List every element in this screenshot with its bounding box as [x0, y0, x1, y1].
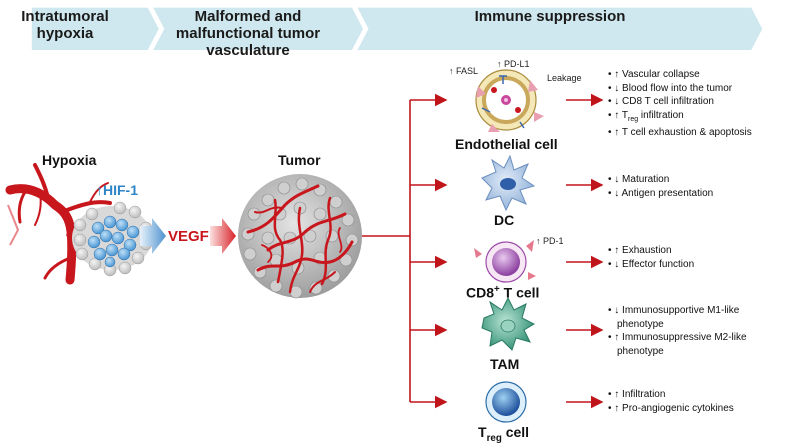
leakage-label: Leakage — [547, 73, 582, 83]
effect-item: • ↑ Infiltration — [608, 389, 666, 400]
effect-arrows — [566, 93, 604, 409]
effect-item-continuation: phenotype — [617, 345, 664, 357]
effect-item: • ↑ Pro-angiogenic cytokines — [608, 402, 734, 414]
cd8-effects-list: • ↑ Exhaustion • ↓ Effector function — [608, 244, 694, 271]
branch-connector — [362, 93, 448, 409]
cd8-t-cell-title: CD8+ T cell — [466, 284, 540, 301]
hypoxia-to-vegf-arrow — [140, 218, 166, 254]
effect-item: • ↓ Effector function — [608, 258, 695, 270]
pdl1-label: ↑ PD-L1 — [497, 59, 530, 69]
fasl-label: ↑ FASL — [449, 66, 479, 76]
banner-chevron-1 — [31, 7, 159, 50]
effect-item: • ↑ Immunosuppressive M2-like — [608, 332, 747, 343]
endothelial-effects-list: • ↑ Vascular collapse • ↓ Blood flow int… — [608, 68, 752, 140]
hif1-label: ↑HIF-1 — [96, 182, 138, 198]
hypoxia-label: Hypoxia — [42, 152, 97, 168]
vegf-to-tumor-arrow — [210, 218, 236, 254]
tumor-label: Tumor — [278, 152, 321, 168]
effect-item: • ↓ CD8 T cell infiltration — [608, 96, 714, 107]
effect-item: • ↓ Maturation — [608, 174, 670, 185]
tam-icon — [481, 296, 536, 351]
dc-title: DC — [494, 212, 515, 228]
endothelial-cell-title: Endothelial cell — [455, 136, 558, 152]
treg-effects-list: • ↑ Infiltration • ↑ Pro-angiogenic cyto… — [608, 388, 734, 415]
effect-item: • ↓ Antigen presentation — [608, 187, 714, 199]
pd1-label: ↑ PD-1 — [536, 236, 564, 246]
effect-item: • ↓ Blood flow into the tumor — [608, 82, 733, 94]
dc-effects-list: • ↓ Maturation • ↓ Antigen presentation — [608, 173, 713, 200]
cd8-t-cell-icon — [474, 240, 536, 283]
treg-cell-icon — [485, 381, 527, 423]
effect-item: • ↓ Immunosupportive M1-like — [608, 305, 740, 316]
hypoxia-vessel-illustration — [5, 163, 117, 285]
banner-malformed-vasculature: Malformed and malfunctional tumor vascul… — [175, 8, 321, 59]
dc-icon — [481, 154, 536, 212]
effect-item: • ↑ T cell exhaustion & apoptosis — [608, 127, 752, 138]
effect-item: • ↑ Vascular collapse — [608, 69, 700, 80]
tumor-illustration — [238, 174, 362, 299]
tam-title: TAM — [490, 356, 520, 372]
banner-chevron-3 — [357, 7, 763, 50]
effect-item: • ↑ Exhaustion — [608, 245, 672, 256]
banner-immune-suppression: Immune suppression — [474, 8, 626, 25]
tam-effects-list: • ↓ Immunosupportive M1-like phenotype •… — [608, 304, 747, 358]
effect-item-continuation: phenotype — [617, 318, 664, 330]
header-banner — [31, 7, 763, 50]
banner-intratumoral-hypoxia: Intratumoral hypoxia — [21, 8, 109, 42]
effect-item-treg-infiltration: • ↑ Treg infiltration — [608, 109, 684, 123]
banner-chevron-2 — [153, 7, 363, 50]
vegf-label: VEGF — [168, 228, 209, 245]
endothelial-cell-icon — [475, 69, 544, 132]
treg-cell-title: Treg cell — [478, 424, 530, 444]
